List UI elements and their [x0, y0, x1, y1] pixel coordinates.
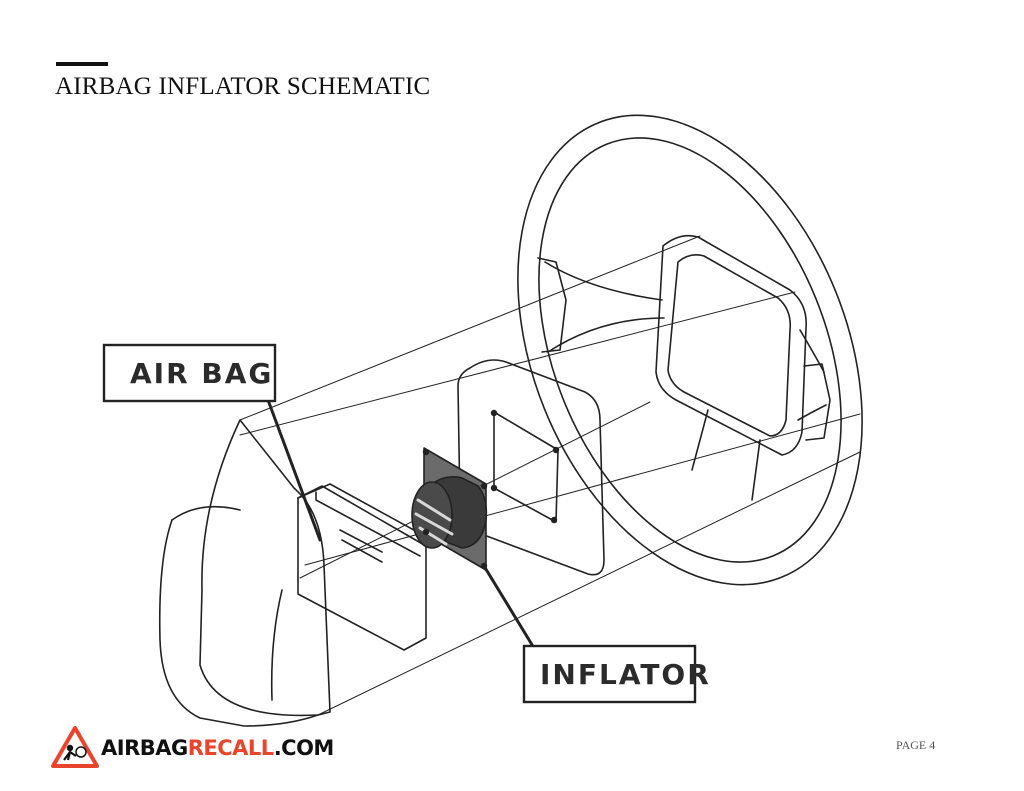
assembly-guide-lines — [239, 235, 861, 716]
airbag-burst-icon — [75, 746, 87, 758]
airbag-cover — [158, 419, 331, 727]
airbagrecall-logo: AIRBAGRECALL.COM — [51, 726, 334, 768]
bolt — [490, 484, 498, 492]
bolt — [480, 482, 488, 490]
logo-text-com: .COM — [274, 736, 334, 760]
airbag-callout-label: AIR BAG — [130, 357, 273, 390]
person-body-icon — [63, 750, 77, 761]
mounting-plate-outline — [457, 359, 605, 576]
logo-text-recall: RECALL — [188, 736, 274, 760]
inflator-callout-label: INFLATOR — [540, 658, 711, 691]
wheel-spoke-right-bottom — [797, 404, 827, 421]
mounting-square — [493, 411, 559, 523]
inflator-leader-line — [482, 564, 536, 650]
wheel-spoke-left-bottom — [547, 317, 665, 353]
airbag-module-slot — [339, 529, 383, 553]
wheel-rim-inner — [538, 137, 842, 563]
airbag-module-body — [297, 485, 427, 651]
airbag-cover-seam — [270, 589, 283, 701]
wheel-hub-outer — [655, 234, 807, 456]
bolt — [552, 446, 560, 454]
guide-line — [304, 413, 861, 566]
airbag-callout: AIR BAG — [102, 343, 277, 403]
wheel-spoke-lower-2 — [751, 439, 761, 501]
bolt — [422, 528, 430, 536]
guide-line — [317, 451, 861, 716]
inflator-callout: INFLATOR — [522, 644, 711, 704]
page-title: AIRBAG INFLATOR SCHEMATIC — [55, 73, 431, 100]
airbag-module-slot — [341, 539, 383, 563]
bolt — [422, 448, 430, 456]
logo-text-airbag: AIRBAG — [101, 736, 188, 760]
airbag-module-edge — [315, 491, 421, 557]
logo-wordmark: AIRBAGRECALL.COM — [101, 736, 334, 760]
warning-triangle-icon — [51, 726, 99, 768]
steering-wheel — [517, 114, 863, 586]
wheel-grip-left — [537, 257, 567, 353]
bolts — [422, 409, 560, 570]
bolt — [550, 516, 558, 524]
wheel-spoke-left-top — [544, 261, 663, 301]
inflator-canister — [411, 476, 488, 549]
inflator-canister-face — [411, 481, 453, 549]
page-number: PAGE 4 — [896, 738, 936, 752]
airbag-cover-front — [199, 419, 331, 717]
airbag-leader-line — [266, 398, 322, 542]
wheel-spoke-right-top — [799, 329, 825, 373]
guide-line — [239, 235, 701, 421]
inflator-callout-box — [522, 644, 697, 704]
wheel-grip-right — [803, 363, 831, 441]
wheel-hub-inner — [667, 254, 792, 437]
title-rule — [56, 62, 108, 66]
wheel-rim-outer — [517, 114, 863, 586]
wheel-spoke-lower — [691, 409, 709, 471]
bolt — [490, 409, 498, 417]
bolt — [480, 562, 488, 570]
person-head-icon — [66, 744, 74, 752]
airbag-cover-outline — [158, 519, 319, 727]
airbag-callout-box — [102, 343, 277, 403]
airbag-cover-top — [171, 505, 241, 521]
guide-line — [239, 291, 796, 436]
